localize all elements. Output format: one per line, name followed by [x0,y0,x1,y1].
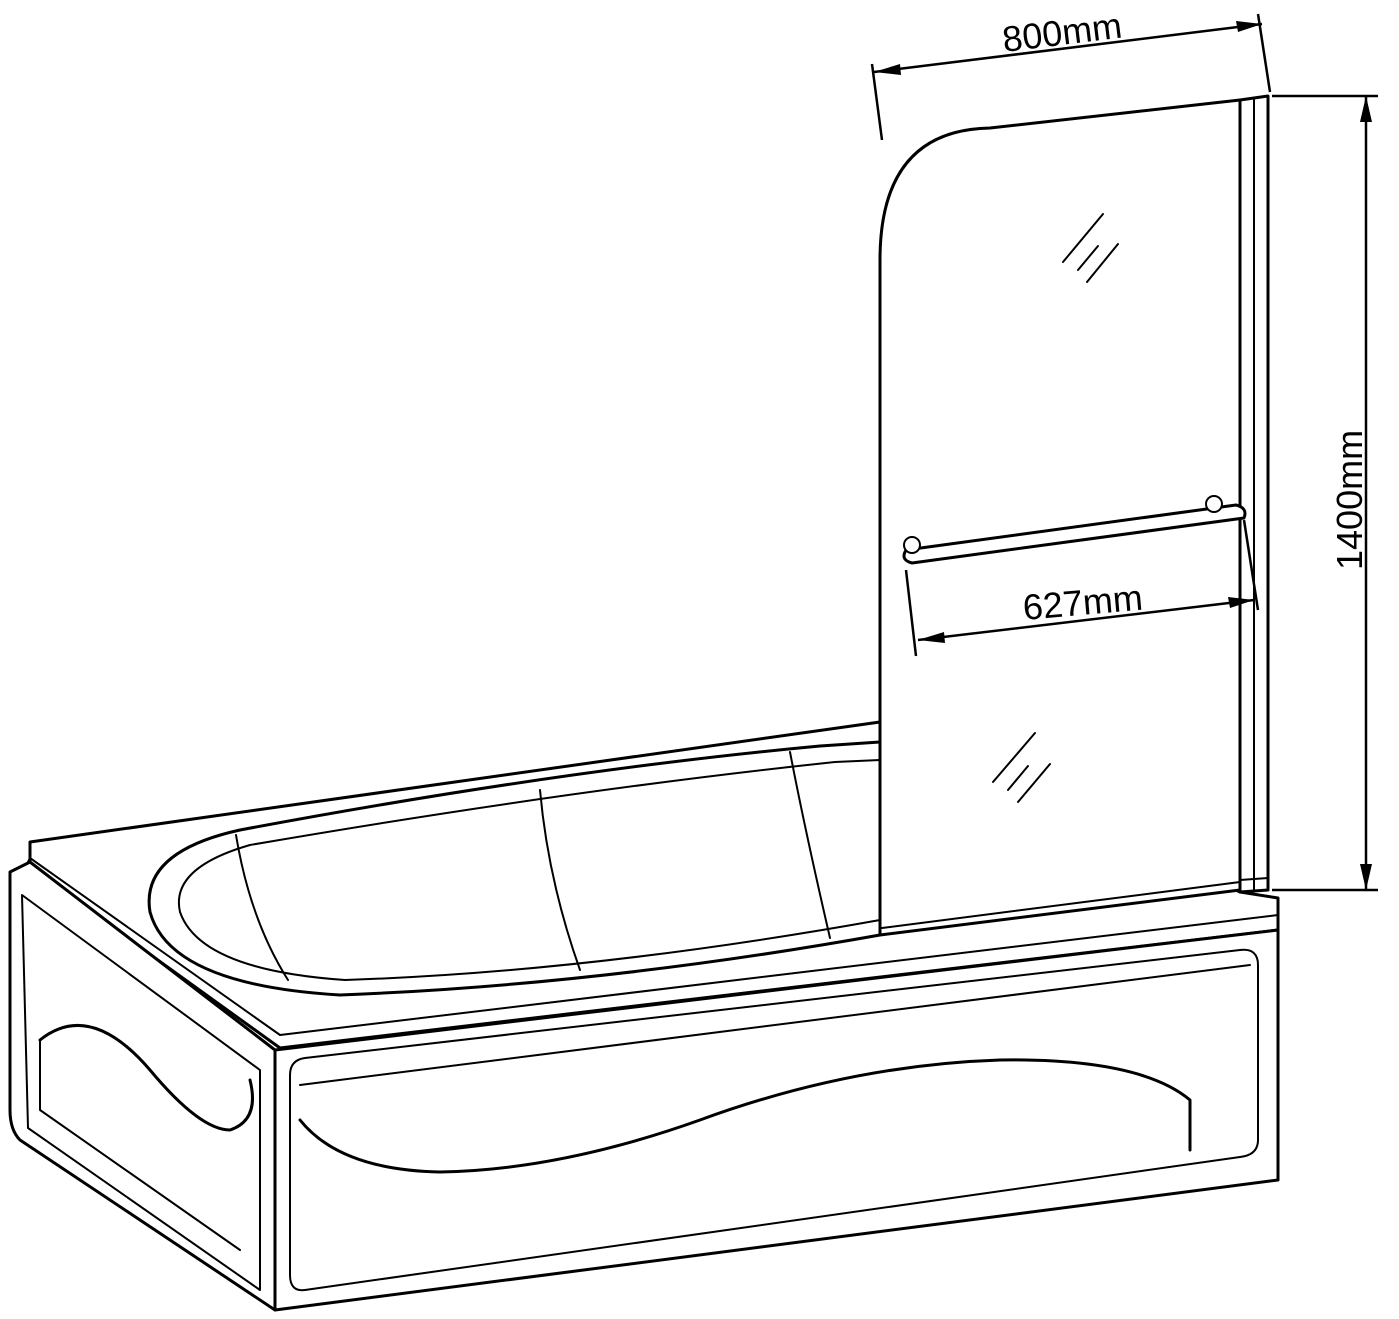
bathtub-front-panel-wave [298,1058,1192,1174]
glass-panel [878,98,1242,937]
height-dimension-label: 1400mm [1329,430,1370,570]
bathtub-front-panel [273,928,1280,1312]
bathtub-end-panel-wave [38,1024,254,1132]
towel-rail [902,495,1247,565]
bathtub-basin [147,740,882,997]
bathtub-basin-seam [789,751,831,939]
dimension-height: 1400mm [1272,94,1378,892]
glass-screen [878,94,1270,937]
bathtub-rim-edge [29,857,1279,1036]
bathtub-basin-seam [539,789,581,971]
bathtub-basin-seam [235,834,289,981]
glass-reflection-icon [1062,213,1119,283]
width-dimension-label: 800mm [1000,5,1124,60]
glass-reflection-icon [992,732,1051,803]
bottom-seal [881,881,1241,929]
